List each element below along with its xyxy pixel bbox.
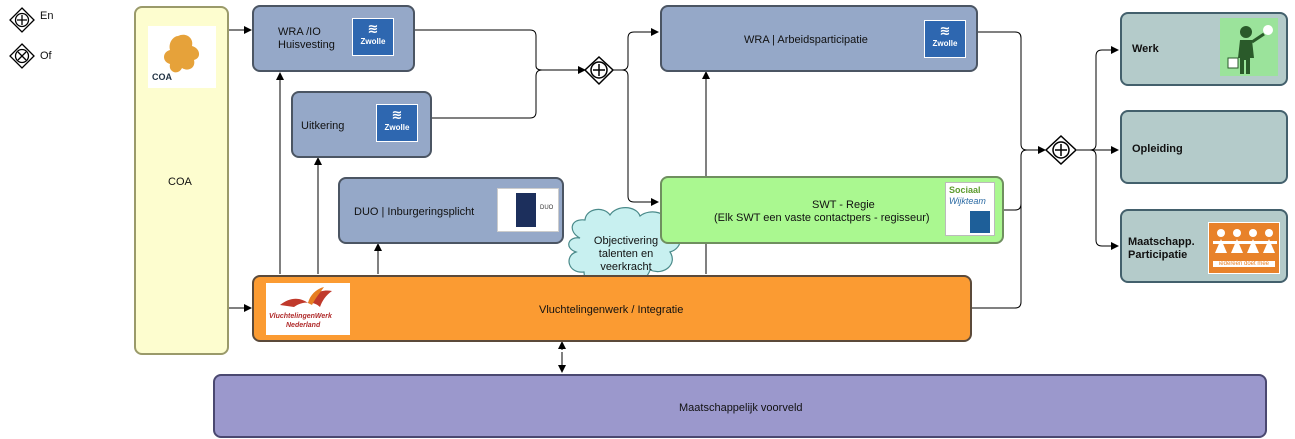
legend-or-label: Of [40, 50, 52, 62]
swt-line2: (Elk SWT een vaste contactpers - regisse… [714, 212, 930, 224]
vluchtelingenwerk-label: Vluchtelingenwerk / Integratie [539, 304, 684, 316]
coa-logo: COA [148, 26, 216, 88]
coa-logo-text: COA [152, 72, 172, 82]
maatschappelijk-voorveld-box[interactable]: Maatschappelijk voorveld [213, 374, 1267, 438]
zwolle-wave-icon: ≋ [939, 23, 951, 38]
wra-arbeid-box[interactable]: WRA | Arbeidsparticipatie ≋ Zwolle [660, 5, 978, 72]
zwolle-logo: ≋ Zwolle [352, 18, 394, 56]
and-gateway-right [1044, 134, 1078, 166]
vw-logo-line2: Nederland [286, 322, 321, 329]
vluchtelingenwerk-box[interactable]: VluchtelingenWerk Nederland Vluchtelinge… [252, 275, 972, 342]
wra-arbeid-label: WRA | Arbeidsparticipatie [744, 34, 868, 46]
zwolle-wave-icon: ≋ [367, 21, 379, 36]
participatie-line1: Maatschapp. [1128, 236, 1195, 248]
swt-box[interactable]: SWT - Regie (Elk SWT een vaste contactpe… [660, 176, 1004, 244]
legend-and-label: En [40, 10, 54, 22]
vw-logo-line1: VluchtelingenWerk [269, 313, 332, 320]
opleiding-label: Opleiding [1132, 143, 1183, 155]
zwolle-logo: ≋ Zwolle [376, 104, 418, 142]
coa-box[interactable]: COA COA [134, 6, 229, 355]
uitkering-label: Uitkering [301, 120, 345, 132]
participatie-box[interactable]: Maatschapp. Participatie iedereen doet m… [1120, 209, 1288, 283]
and-gateway-center [583, 55, 615, 86]
swt-logo-line2: Wijkteam [949, 196, 986, 206]
cloud-text: Objectivering talenten en veerkracht [587, 235, 665, 274]
participatie-logo-text: iedereen doet mee [1213, 261, 1275, 267]
duo-box[interactable]: DUO | Inburgeringsplicht DUO [338, 177, 564, 244]
worker-figure-icon [1227, 25, 1273, 74]
wra-io-box[interactable]: WRA /IO Huisvesting ≋ Zwolle [252, 5, 415, 72]
legend-and-icon [9, 7, 35, 33]
zwolle-logo-text: Zwolle [932, 39, 958, 48]
legend-or-icon [9, 43, 35, 69]
swt-logo-square [970, 211, 990, 233]
wra-io-line1: WRA /IO [278, 26, 321, 38]
werk-box[interactable]: Werk [1120, 12, 1288, 86]
swt-logo-line1: Sociaal [949, 185, 981, 195]
zwolle-wave-icon: ≋ [391, 107, 403, 122]
zwolle-logo-text: Zwolle [360, 37, 386, 46]
uitkering-box[interactable]: Uitkering ≋ Zwolle [291, 91, 432, 158]
zwolle-logo-text: Zwolle [384, 123, 410, 132]
participatie-line2: Participatie [1128, 249, 1188, 261]
duo-logo: DUO [497, 188, 559, 232]
swt-line1: SWT - Regie [812, 199, 875, 211]
vluchtelingenwerk-bird-icon [280, 287, 332, 307]
iedereen-doet-mee-logo: iedereen doet mee [1208, 222, 1280, 274]
rijksoverheid-emblem-icon [516, 193, 536, 227]
werk-label: Werk [1132, 43, 1159, 55]
cloud-line2: talenten en [598, 248, 654, 260]
maatschappelijk-label: Maatschappelijk voorveld [679, 402, 803, 414]
people-chain-icon [1213, 229, 1277, 253]
duo-logo-text: DUO [540, 205, 554, 211]
cloud-shape [568, 207, 681, 285]
werk-logo [1220, 18, 1278, 76]
vluchtelingenwerk-logo: VluchtelingenWerk Nederland [266, 283, 350, 335]
sociaal-wijkteam-logo: Sociaal Wijkteam [945, 182, 995, 236]
zwolle-logo: ≋ Zwolle [924, 20, 966, 58]
cloud-line1: Objectivering [593, 235, 659, 247]
coa-label: COA [168, 176, 192, 188]
wra-io-line2: Huisvesting [278, 39, 335, 51]
cloud-line3: veerkracht [600, 261, 652, 273]
duo-label: DUO | Inburgeringsplicht [354, 206, 475, 218]
opleiding-box[interactable]: Opleiding [1120, 110, 1288, 184]
